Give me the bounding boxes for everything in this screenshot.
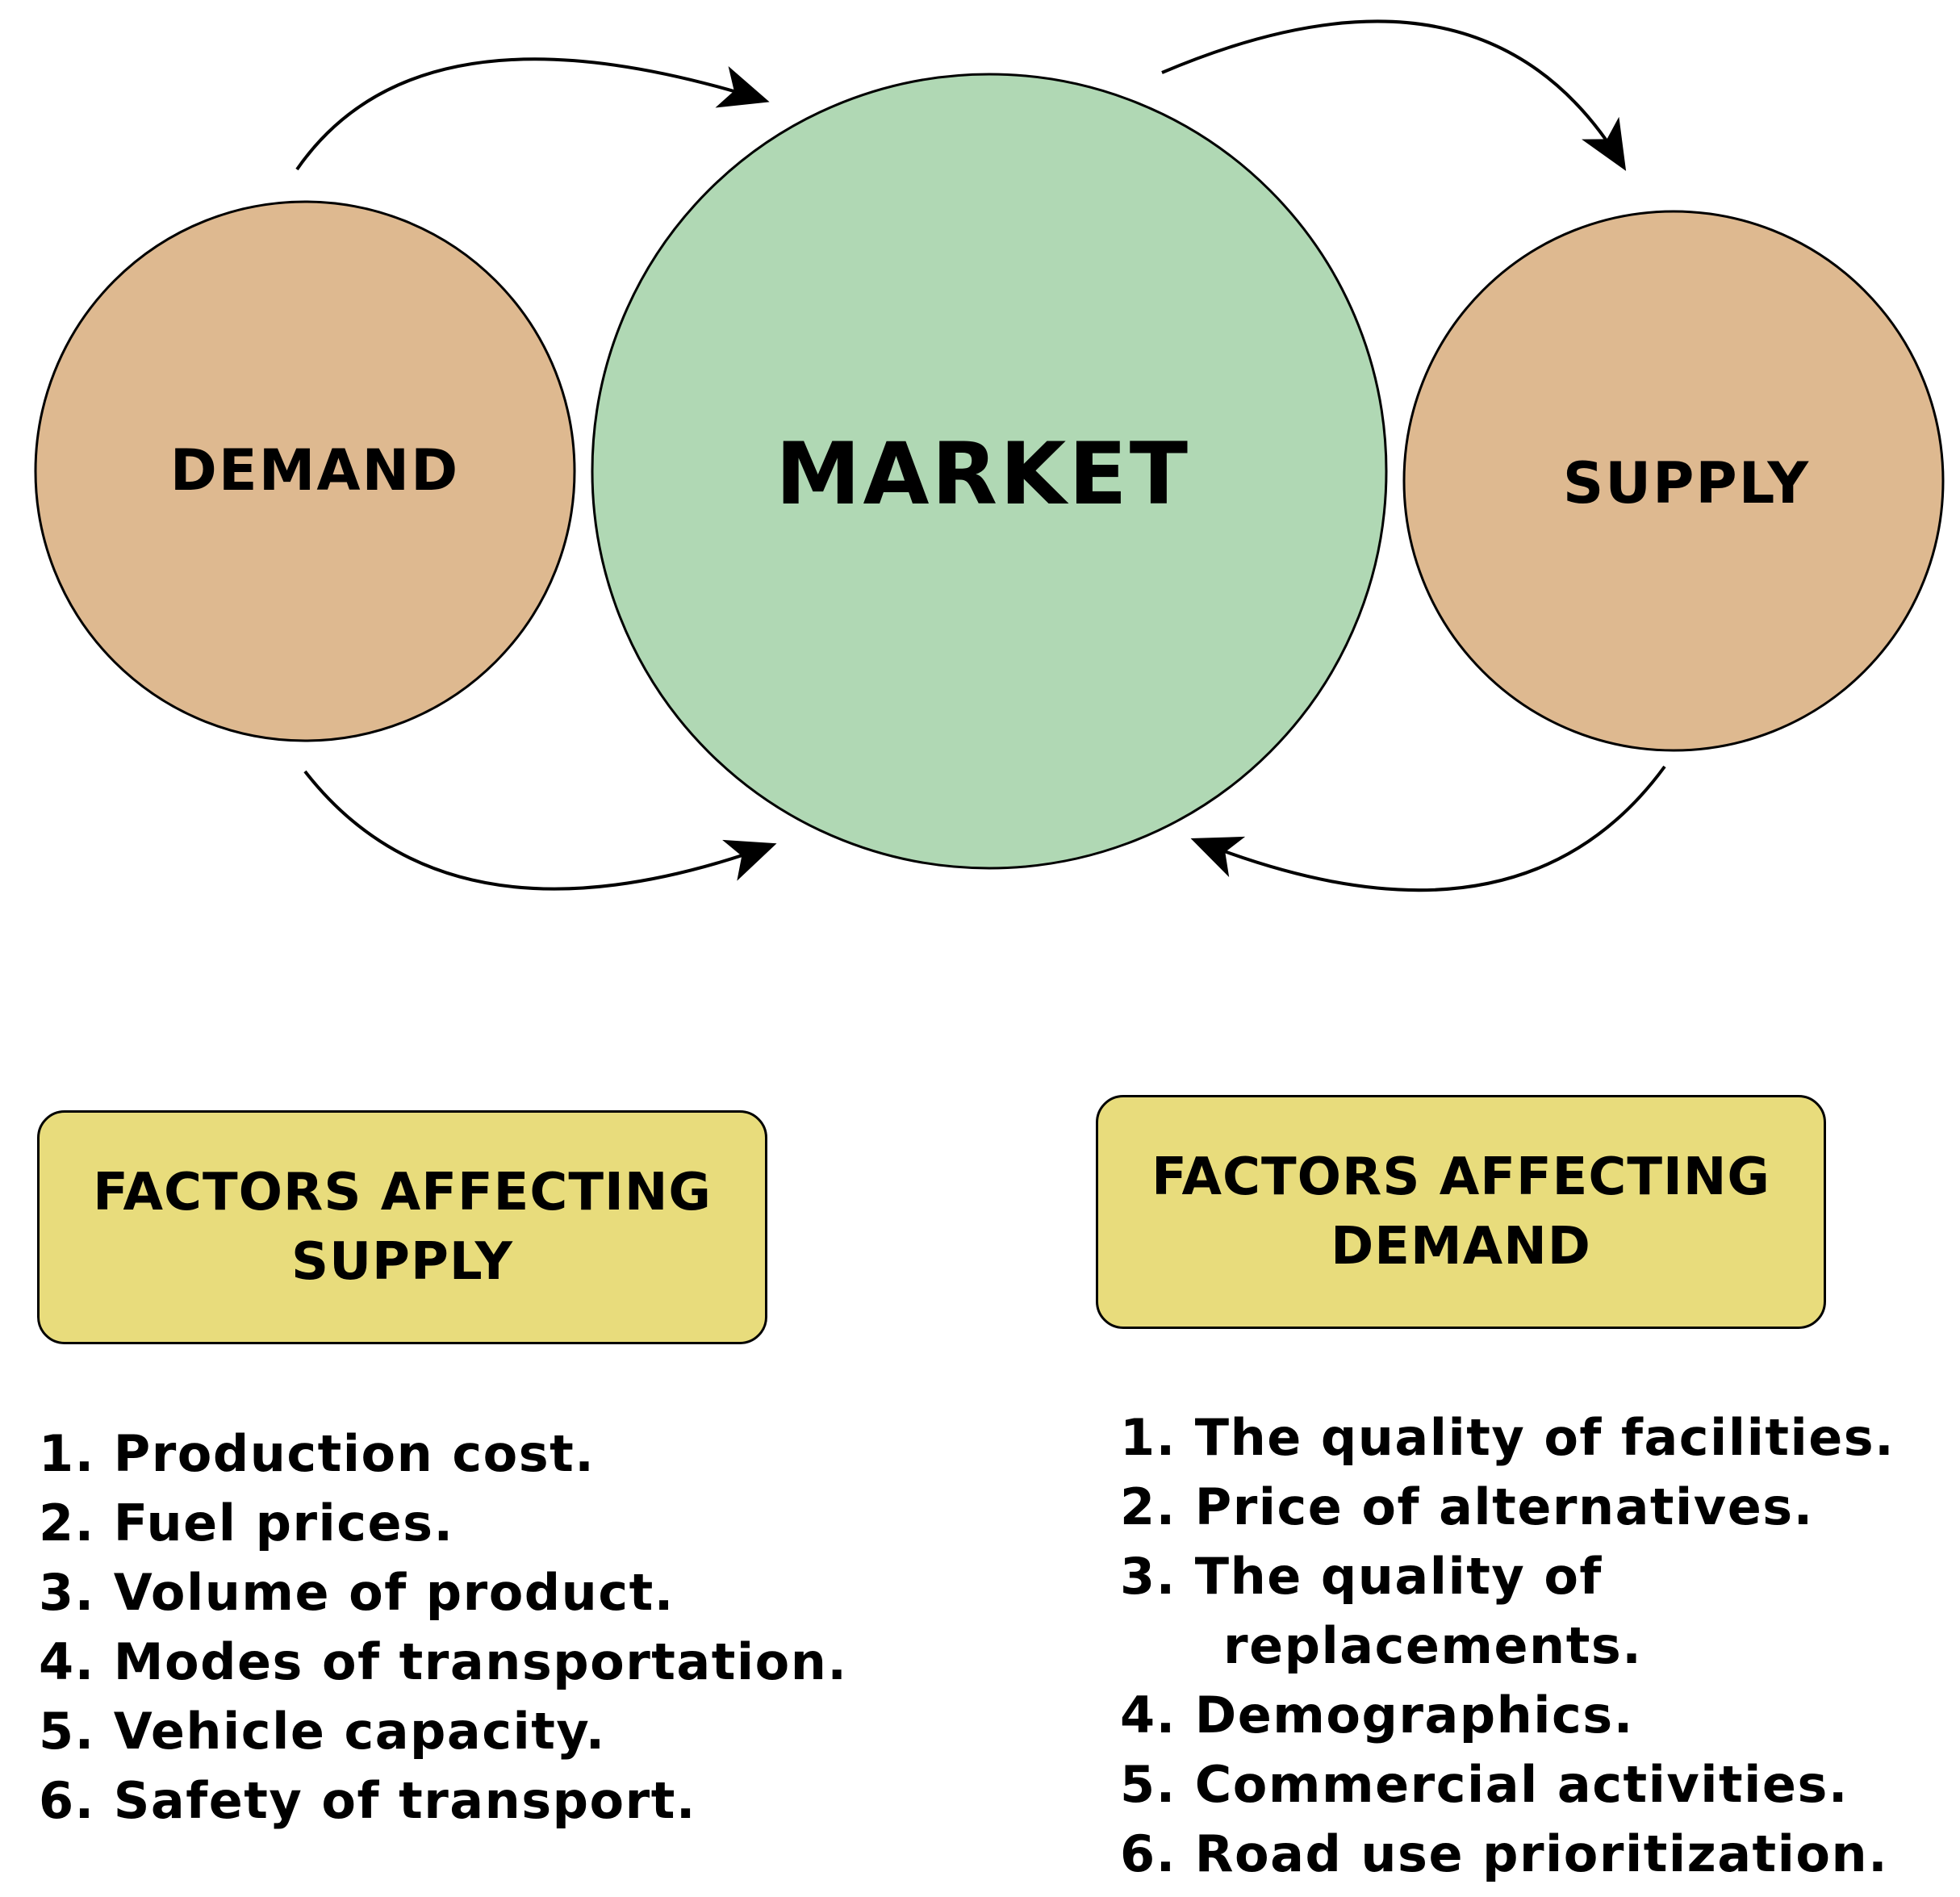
supply-factor-item: 5. Vehicle capacity.	[39, 1702, 606, 1761]
market-label: MARKET	[775, 424, 1190, 524]
demand-factor-item: 2. Price of alternatives.	[1120, 1477, 1814, 1536]
demand-circle	[34, 200, 576, 742]
supply-factor-item: 2. Fuel prices.	[39, 1494, 454, 1552]
market-circle	[591, 73, 1388, 870]
demand-factor-item: 3. The quality of	[1120, 1547, 1603, 1606]
supply-circle	[1402, 210, 1945, 752]
supply-factor-item: 4. Modes of transportation.	[39, 1632, 848, 1691]
demand-factors-title-line2: DEMAND	[1331, 1217, 1591, 1277]
supply-factor-item: 6. Safety of transport.	[39, 1771, 696, 1830]
demand-factor-item: 4. Demographics.	[1120, 1686, 1634, 1744]
demand-factor-item: 5. Commercial activities.	[1120, 1755, 1849, 1814]
supply-factors-title-line2: SUPPLY	[290, 1232, 514, 1292]
demand-factors-title-line1: FACTORS AFFECTING	[1151, 1147, 1770, 1207]
supply-factors-title-line1: FACTORS AFFECTING	[93, 1163, 712, 1222]
supply-factors-heading-box: FACTORS AFFECTING SUPPLY	[37, 1110, 767, 1344]
arrow-market-to-supply-top	[1161, 19, 1627, 171]
supply-factor-item: 3. Volume of product.	[39, 1563, 675, 1622]
demand-factor-item-continuation: replacements.	[1223, 1616, 1643, 1675]
demand-factors-heading-box: FACTORS AFFECTING DEMAND	[1096, 1095, 1826, 1329]
arrow-demand-to-market-top	[295, 57, 770, 171]
arrow-supply-to-market-bottom	[1190, 765, 1666, 892]
arrow-demand-to-market-bottom	[303, 770, 777, 891]
supply-label: SUPPLY	[1563, 450, 1810, 516]
supply-factor-item: 1. Production cost.	[39, 1424, 596, 1483]
demand-label: DEMAND	[170, 437, 459, 503]
demand-factor-item: 6. Road use prioritization.	[1120, 1824, 1889, 1883]
supply-factors-list: 1. Production cost. 2. Fuel prices. 3. V…	[39, 1419, 847, 1836]
demand-factor-item: 1. The quality of facilities.	[1120, 1408, 1895, 1467]
demand-factors-list: 1. The quality of facilities. 2. Price o…	[1120, 1403, 1895, 1889]
